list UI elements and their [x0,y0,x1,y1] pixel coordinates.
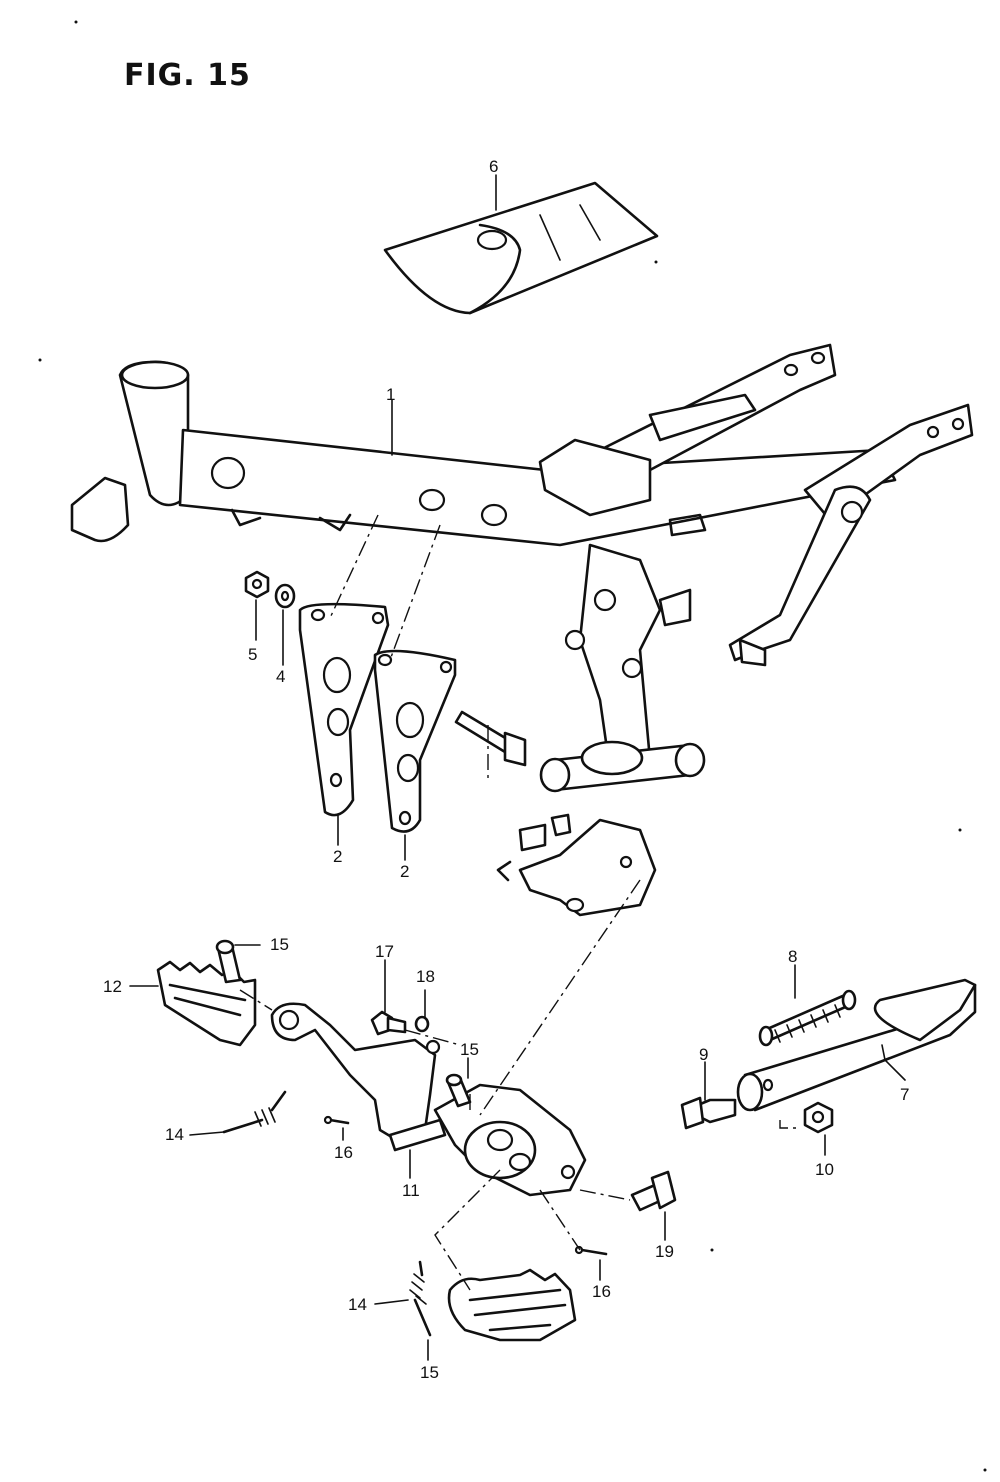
part-1-frame [70,343,974,917]
part-12-footpeg-right [447,1268,577,1342]
assembly-lines [239,514,800,1291]
callout-9: 9 [699,1045,708,1064]
part-12-footpeg-left [156,960,257,1047]
callout-10: 10 [815,1160,834,1179]
callout-1: 1 [386,385,395,404]
callout-18: 18 [416,967,435,986]
callout-7: 7 [900,1085,909,1104]
scan-specks [38,20,987,1472]
part-14-spring-b [409,1260,432,1337]
callout-14-b: 14 [348,1295,367,1314]
callout-8: 8 [788,947,797,966]
callout-14-a: 14 [165,1125,184,1144]
callout-16-b: 16 [592,1282,611,1301]
part-18-washer [414,1015,430,1033]
part-4-washer [274,583,296,609]
callout-17: 17 [375,942,394,961]
callout-15-b: 15 [460,1040,479,1059]
figure-title: FIG. 15 [124,58,251,93]
callout-2-b: 2 [400,862,409,881]
engine-mount-bolt [454,710,527,767]
callout-6: 6 [489,157,498,176]
callouts: 6 1 5 4 2 2 15 17 18 12 15 8 9 7 14 16 1… [103,157,909,1382]
callout-15-c: 15 [420,1363,439,1382]
part-16-cotter-pin-b [574,1245,608,1256]
part-17-bolt [370,1010,407,1036]
part-10-nut [803,1101,834,1134]
part-7-side-stand [736,978,977,1112]
callout-11: 11 [402,1181,420,1200]
part-11-footrest-bar [270,1002,587,1197]
part-9-bolt [680,1096,737,1130]
part-2-plate-b [373,649,457,833]
callout-2-a: 2 [333,847,342,866]
part-2-plate-a [298,602,390,817]
callout-4: 4 [276,667,285,686]
part-15-pin-a [215,939,242,984]
callout-5: 5 [248,645,257,664]
part-14-spring-a [222,1090,287,1134]
callout-12: 12 [103,977,122,996]
callout-15-a: 15 [270,935,289,954]
callout-19: 19 [655,1242,674,1261]
leader-lines [129,174,906,1361]
part-6-cover [383,181,659,315]
part-8-spring [758,989,857,1047]
part-19-bolt [630,1170,677,1212]
callout-16-a: 16 [334,1143,353,1162]
part-16-cotter-pin-a [323,1115,350,1125]
part-5-nut [244,570,270,599]
